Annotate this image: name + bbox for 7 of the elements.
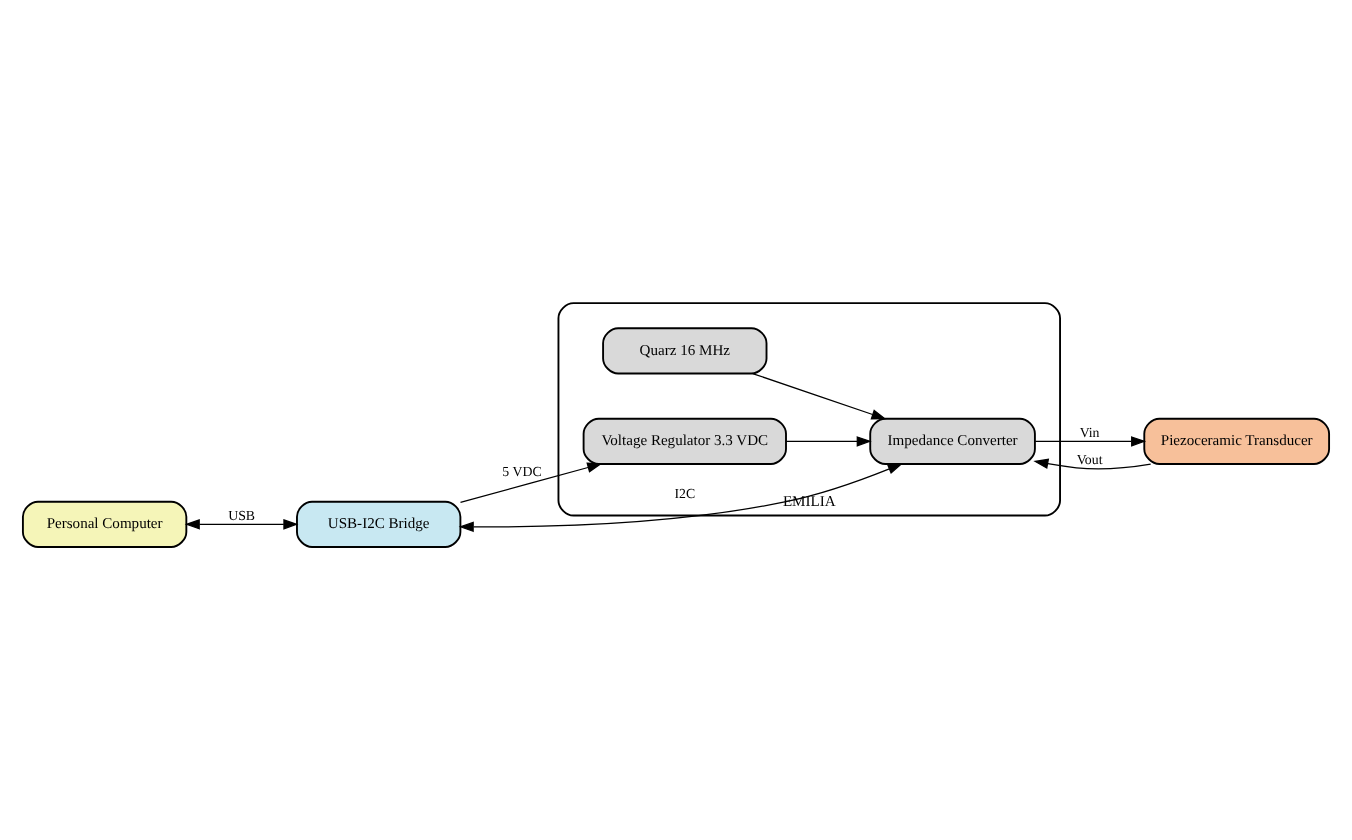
arrow	[785, 436, 872, 447]
arrow	[184, 519, 299, 530]
arrow	[1034, 436, 1147, 447]
arrow	[1033, 458, 1152, 470]
arrow	[459, 462, 603, 503]
arrow	[752, 372, 887, 420]
arrow	[458, 463, 903, 533]
